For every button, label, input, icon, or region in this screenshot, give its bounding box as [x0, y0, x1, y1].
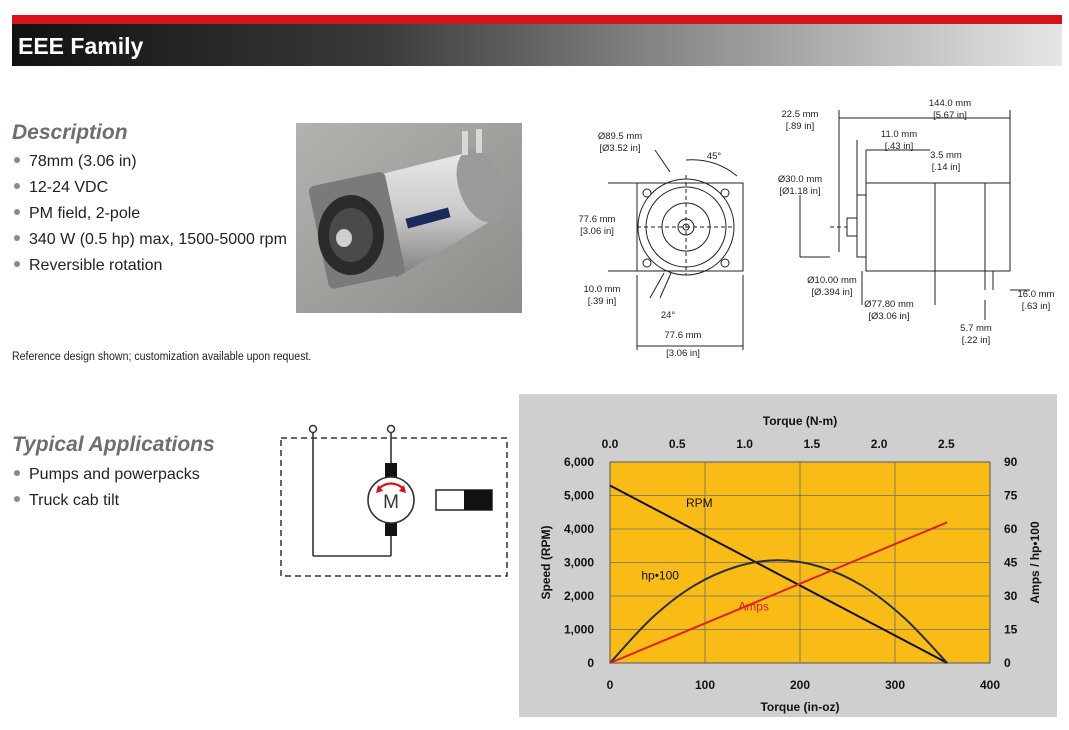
- x-tick-label: 0: [607, 678, 614, 692]
- y-tick-label: 3,000: [564, 556, 594, 570]
- dim-side-d8: 16.0 mm: [1018, 289, 1055, 300]
- dim-side-d6: Ø10.00 mm: [807, 275, 857, 286]
- dim-side-d2: 144.0 mm: [929, 98, 971, 109]
- dim-side-d4: 3.5 mm: [930, 150, 962, 161]
- y-tick-label: 0: [587, 656, 594, 670]
- y-axis-title: Speed (RPM): [539, 525, 553, 599]
- dim-side-d6-in: [Ø.394 in]: [811, 287, 852, 298]
- dim-front-outer-dia: Ø89.5 mm: [598, 131, 642, 142]
- series-line-rpm: [609, 484, 948, 664]
- plot-border: [609, 461, 991, 664]
- dim-side-d4-in: [.14 in]: [932, 162, 961, 173]
- rotation-arrow-icon: [377, 482, 405, 490]
- accent-bar: [12, 15, 1062, 24]
- list-item: PM field, 2-pole: [14, 201, 287, 227]
- motor-illustration: [296, 123, 522, 313]
- dim-side-d3: 11.0 mm: [881, 129, 917, 140]
- x-tick-label: 100: [695, 678, 715, 692]
- dim-front-outer-dia-in: [Ø3.52 in]: [599, 143, 640, 154]
- x2-axis-title: Torque (N-m): [763, 414, 837, 428]
- dim-front-width-in: [3.06 in]: [666, 348, 700, 359]
- y-tick-label: 1,000: [564, 623, 594, 637]
- applications-title: Typical Applications: [12, 433, 215, 456]
- dim-front-height: 77.6 mm: [579, 214, 616, 225]
- dim-front-angle-top: 45°: [707, 151, 722, 162]
- bullet-icon: [14, 260, 20, 267]
- dim-front-lead-in: [.39 in]: [588, 296, 617, 307]
- x-tick-label: 200: [790, 678, 810, 692]
- list-item: Reversible rotation: [14, 253, 287, 279]
- bullet-icon: [14, 208, 20, 215]
- y2-tick-label: 15: [1004, 623, 1018, 637]
- dim-side-d8-in: [.63 in]: [1022, 301, 1051, 312]
- dim-side-d7: Ø77.80 mm: [864, 299, 914, 310]
- x2-tick-label: 0.0: [602, 437, 619, 451]
- y-tick-label: 6,000: [564, 455, 594, 469]
- y2-tick-label: 90: [1004, 455, 1018, 469]
- dim-side-d9: 5.7 mm: [960, 323, 992, 334]
- dim-front-height-in: [3.06 in]: [580, 226, 614, 237]
- y2-tick-label: 30: [1004, 589, 1018, 603]
- list-item: 340 W (0.5 hp) max, 1500-5000 rpm: [14, 227, 287, 253]
- description-list: 78mm (3.06 in) 12-24 VDC PM field, 2-pol…: [14, 149, 287, 279]
- x2-tick-label: 1.5: [803, 437, 820, 451]
- list-item: 12-24 VDC: [14, 175, 287, 201]
- x-axis-title: Torque (in-oz): [760, 700, 839, 714]
- motor-label: M: [383, 492, 399, 513]
- description-title: Description: [12, 121, 128, 144]
- dim-side-d7-in: [Ø3.06 in]: [868, 311, 909, 322]
- y2-tick-label: 60: [1004, 522, 1018, 536]
- list-item: Truck cab tilt: [14, 488, 200, 514]
- y-tick-label: 2,000: [564, 589, 594, 603]
- y-tick-label: 4,000: [564, 522, 594, 536]
- bullet-icon: [14, 156, 20, 163]
- dim-side-d5: Ø30.0 mm: [778, 174, 822, 185]
- list-item: 78mm (3.06 in): [14, 149, 287, 175]
- series-label: Amps: [738, 600, 769, 614]
- dim-side-d3-in: [.43 in]: [885, 141, 914, 152]
- x2-tick-label: 2.5: [938, 437, 955, 451]
- applications-list: Pumps and powerpacks Truck cab tilt: [14, 462, 200, 514]
- dim-side-d9-in: [.22 in]: [962, 335, 991, 346]
- side-body: [865, 182, 1011, 272]
- dim-front-angle-bottom: 24°: [661, 310, 676, 321]
- x-tick-label: 400: [980, 678, 1000, 692]
- reference-note: Reference design shown; customization av…: [12, 351, 312, 363]
- dim-side-d2-in: [5.67 in]: [933, 110, 967, 121]
- dimension-drawing: Ø89.5 mm [Ø3.52 in] 45° 77.6 mm [3.06 in…: [579, 98, 1055, 359]
- dim-side-d1: 22.5 mm: [782, 109, 819, 120]
- dim-side-d5-in: [Ø1.18 in]: [779, 186, 820, 197]
- y2-tick-label: 75: [1004, 489, 1018, 503]
- x2-tick-label: 0.5: [669, 437, 686, 451]
- list-item: Pumps and powerpacks: [14, 462, 200, 488]
- y2-axis-title: Amps / hp•100: [1028, 521, 1042, 604]
- page-title: EEE Family: [18, 33, 144, 59]
- y-tick-label: 5,000: [564, 489, 594, 503]
- x2-tick-label: 2.0: [871, 437, 888, 451]
- wiring-schematic: M: [280, 424, 508, 577]
- bullet-icon: [14, 495, 20, 502]
- page-header: EEE Family: [12, 24, 1062, 66]
- bullet-icon: [14, 469, 20, 476]
- dim-front-lead: 10.0 mm: [584, 284, 621, 295]
- x-tick-label: 300: [885, 678, 905, 692]
- bullet-icon: [14, 234, 20, 241]
- series-label: hp•100: [641, 568, 679, 582]
- dim-side-d1-in: [.89 in]: [786, 121, 815, 132]
- series-line-amps: [609, 521, 948, 664]
- x2-tick-label: 1.0: [736, 437, 753, 451]
- bullet-icon: [14, 182, 20, 189]
- series-label: RPM: [686, 496, 713, 510]
- y2-tick-label: 0: [1004, 656, 1011, 670]
- series-line-hp-100: [609, 559, 948, 664]
- motor-photo: [296, 123, 522, 313]
- y2-tick-label: 45: [1004, 556, 1018, 570]
- dim-front-width: 77.6 mm: [665, 330, 702, 341]
